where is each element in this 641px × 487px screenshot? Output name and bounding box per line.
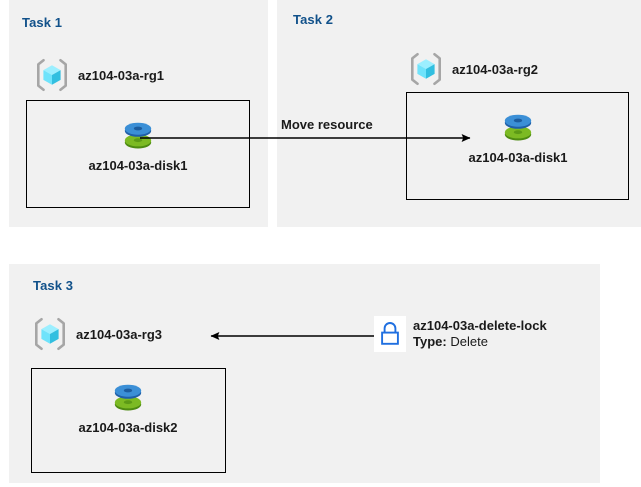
disk-icon [497,105,539,147]
disk-node-disk1-task1: az104-03a-disk1 [89,113,188,172]
task-1-label: Task 1 [22,15,63,30]
disk-node-disk1-task2: az104-03a-disk1 [469,105,568,164]
disk-icon [107,375,149,417]
disk-label: az104-03a-disk2 [78,420,178,435]
resource-group-icon [408,51,444,87]
resource-group-node-rg3: az104-03a-rg3 [32,316,162,352]
connector-move-resource-label: Move resource [279,117,375,132]
lock-icon [374,316,406,352]
resource-box-task-1 [26,100,250,208]
resource-group-label: az104-03a-rg1 [78,67,164,83]
connector-lock-to-resource-group [210,332,375,340]
disk-label: az104-03a-disk1 [88,158,188,173]
resource-box-task-3 [31,368,226,473]
resource-group-label: az104-03a-rg3 [76,326,162,342]
resource-group-label: az104-03a-rg2 [452,61,538,77]
resource-box-task-2 [406,92,629,200]
panel-task-2 [277,0,641,227]
resource-group-icon [32,316,68,352]
lock-type-value: Delete [450,334,488,350]
disk-icon [117,113,159,155]
resource-group-node-rg2: az104-03a-rg2 [408,51,538,87]
lock-name: az104-03a-delete-lock [413,318,547,333]
resource-group-icon [34,57,70,93]
task-3-label: Task 3 [33,278,74,293]
disk-node-disk2-task3: az104-03a-disk2 [79,375,178,434]
lock-text-block: az104-03a-delete-lock Type: Delete [413,316,547,350]
lock-type-label: Type: [413,334,447,350]
lock-type-row: Type: Delete [413,334,547,349]
panel-task-1 [9,0,268,227]
lock-node: az104-03a-delete-lock Type: Delete [374,316,547,352]
task-2-label: Task 2 [293,12,334,27]
disk-label: az104-03a-disk1 [468,150,568,165]
panel-task-3 [9,264,600,483]
resource-group-node-rg1: az104-03a-rg1 [34,57,164,93]
connector-move-resource [140,134,471,142]
